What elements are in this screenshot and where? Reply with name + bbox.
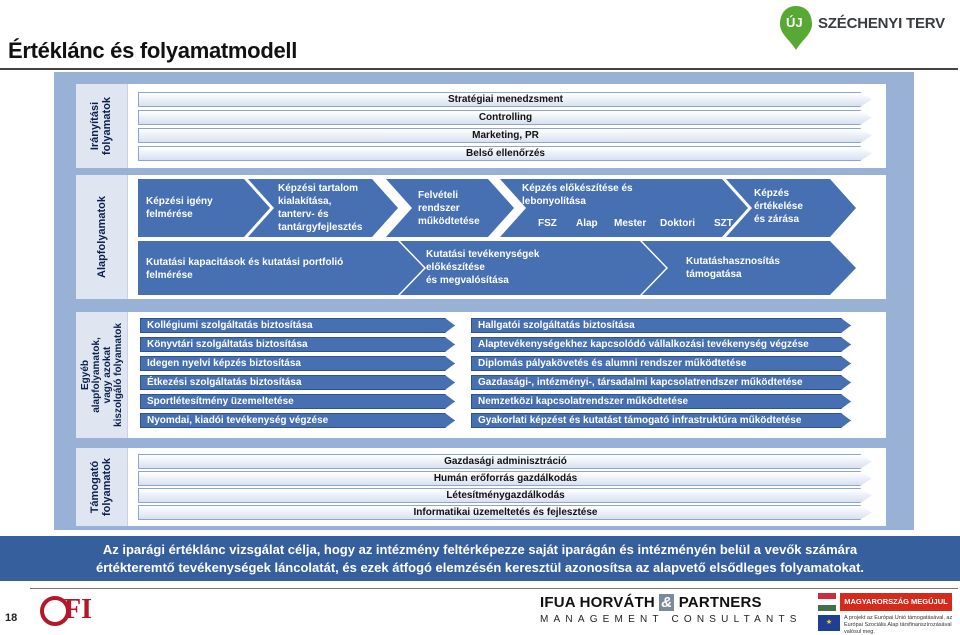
step-kutatashasznositas: Kutatáshasznosítás támogatása bbox=[642, 241, 856, 295]
title-divider bbox=[0, 68, 958, 70]
service-row-right: Hallgatói szolgáltatás biztosítása bbox=[471, 318, 851, 333]
process-arrow: Marketing, PR bbox=[138, 128, 872, 143]
group-iranyitasi-folyamatok: Irányítási folyamatok Stratégiai menedzs… bbox=[76, 84, 886, 168]
step-felveteli-rendszer: Felvételi rendszer működtetése bbox=[386, 179, 514, 237]
page-title: Értéklánc és folyamatmodell bbox=[8, 38, 298, 63]
caption-line-2: értékteremtő tevékenységek láncolatát, é… bbox=[95, 560, 865, 575]
level-mester: Mester bbox=[614, 218, 647, 229]
step-kepzesi-igeny: Képzési igény felmérése bbox=[138, 179, 270, 237]
caption-line-1: Az iparági értéklánc vizsgálat célja, ho… bbox=[102, 542, 858, 557]
hu-badge: MAGYARORSZÁG MEGÚJUL bbox=[840, 593, 952, 611]
process-arrow: Informatikai üzemeltetés és fejlesztése bbox=[138, 505, 872, 520]
ifua-subtitle: MANAGEMENT CONSULTANTS bbox=[540, 614, 802, 625]
eu-funding-text: A projekt az Európai Unió támogatásával,… bbox=[844, 615, 953, 635]
service-row-left: Könyvtári szolgáltatás biztosítása bbox=[140, 337, 455, 352]
ofi-o-ring bbox=[40, 596, 70, 626]
service-row-right: Alaptevékenységekhez kapcsolódó vállalko… bbox=[471, 337, 851, 352]
service-row-right: Gazdasági-, intézményi-, társadalmi kapc… bbox=[471, 375, 851, 390]
group-label: Alapfolyamatok bbox=[76, 175, 128, 299]
group-tamogato-folyamatok: Támogató folyamatok Gazdasági adminisztr… bbox=[76, 448, 886, 526]
service-row-right: Gyakorlati képzést és kutatást támogató … bbox=[471, 413, 851, 428]
process-arrow: Humán erőforrás gazdálkodás bbox=[138, 471, 872, 486]
service-row-left: Sportlétesítmény üzemeltetése bbox=[140, 394, 455, 409]
group-label: Egyéb alapfolyamatok, vagy azokat kiszol… bbox=[76, 312, 128, 438]
page-number: 18 bbox=[5, 612, 18, 624]
process-arrow: Létesítménygazdálkodás bbox=[138, 488, 872, 503]
service-row-right: Nemzetközi kapcsolatrendszer működtetése bbox=[471, 394, 851, 409]
step-kepzes-elokeszitese: Képzés előkészítése és lebonyolítása FSZ… bbox=[500, 179, 748, 237]
step-kutatasi-kapacitasok: Kutatási kapacitások és kutatási portfol… bbox=[138, 241, 424, 295]
ifua-name: IFUA HORVÁTH & PARTNERS bbox=[540, 594, 762, 611]
service-row-right: Diplomás pályakövetés és alumni rendszer… bbox=[471, 356, 851, 371]
logo-text: SZÉCHENYI TERV bbox=[818, 15, 945, 32]
group-alapfolyamatok: Alapfolyamatok Képzési igény felmérése K… bbox=[76, 175, 886, 299]
step-kepzesi-tartalom: Képzési tartalom kialakítása, tanterv- é… bbox=[248, 179, 398, 237]
step-kutatasi-tevekenysegek: Kutatási tevékenységek előkészítése és m… bbox=[400, 241, 666, 295]
process-arrow: Belső ellenőrzés bbox=[138, 146, 872, 161]
service-row-left: Étkezési szolgáltatás biztosítása bbox=[140, 375, 455, 390]
service-row-left: Idegen nyelvi képzés biztosítása bbox=[140, 356, 455, 371]
process-arrow: Controlling bbox=[138, 110, 872, 125]
level-doktori: Doktori bbox=[660, 218, 695, 229]
group-label: Irányítási folyamatok bbox=[76, 84, 128, 168]
service-row-left: Kollégiumi szolgáltatás biztosítása bbox=[140, 318, 455, 333]
ifua-horvath-partners-logo: IFUA HORVÁTH & PARTNERS MANAGEMENT CONSU… bbox=[540, 594, 802, 630]
hungarian-flag-icon bbox=[818, 593, 836, 611]
caption-banner: Az iparági értéklánc vizsgálat célja, ho… bbox=[0, 536, 960, 581]
group-egyeb-alapfolyamatok: Egyéb alapfolyamatok, vagy azokat kiszol… bbox=[76, 312, 886, 438]
level-szt: SZT bbox=[714, 218, 733, 229]
magyarorszag-megujul-logo: MAGYARORSZÁG MEGÚJUL ★ A projekt az Euró… bbox=[818, 593, 954, 635]
szechenyi-terv-logo: ÚJ SZÉCHENYI TERV bbox=[778, 4, 953, 52]
process-arrow: Stratégiai menedzsment bbox=[138, 92, 872, 107]
process-arrow: Gazdasági adminisztráció bbox=[138, 454, 872, 469]
group-label: Támogató folyamatok bbox=[76, 448, 128, 526]
logo-uj-text: ÚJ bbox=[786, 15, 803, 30]
leaf-icon bbox=[780, 6, 812, 50]
footer-divider bbox=[30, 588, 958, 589]
level-alap: Alap bbox=[576, 218, 598, 229]
value-chain-diagram: Irányítási folyamatok Stratégiai menedzs… bbox=[54, 72, 914, 530]
service-row-left: Nyomdai, kiadói tevékenység végzése bbox=[140, 413, 455, 428]
level-fsz: FSZ bbox=[538, 218, 557, 229]
ofi-logo: FI bbox=[40, 594, 110, 632]
eu-flag-icon: ★ bbox=[818, 615, 840, 631]
ofi-fi-text: FI bbox=[64, 594, 92, 625]
